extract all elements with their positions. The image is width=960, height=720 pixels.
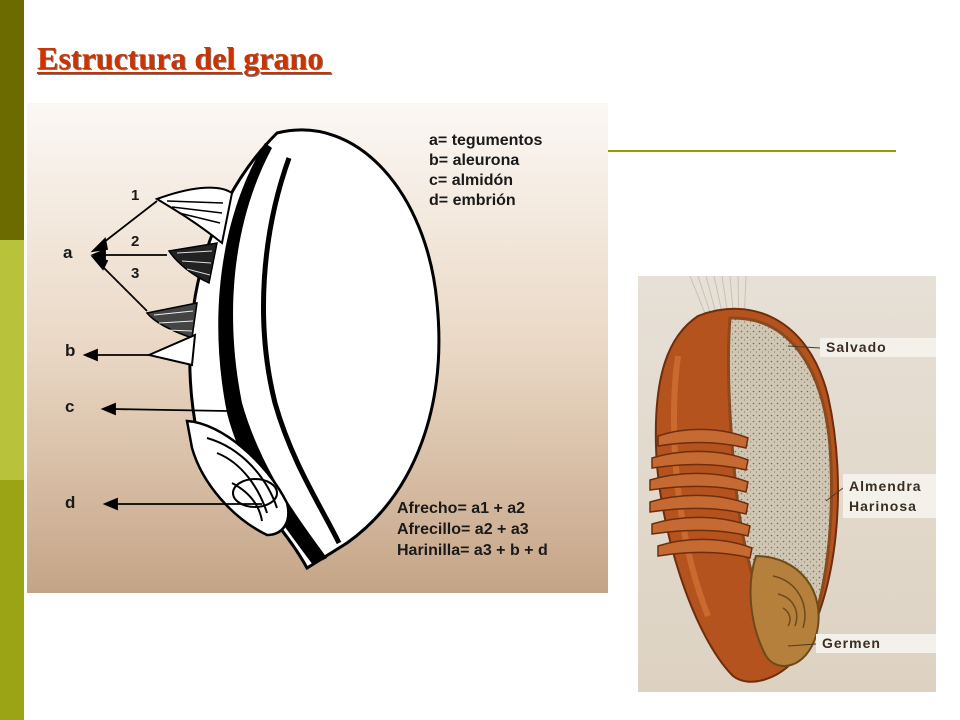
label-almendra-line-2: Harinosa	[849, 498, 917, 514]
bran-layers	[649, 428, 753, 559]
formula-item: Afrecho= a1 + a2	[397, 500, 526, 517]
title-rule	[608, 150, 896, 152]
label-c: c	[65, 397, 75, 416]
label-salvado: Salvado	[820, 338, 936, 357]
grain-illustration: Salvado Almendra Harinosa Germen	[638, 276, 936, 692]
side-bar-bottom	[0, 480, 24, 720]
tegument-inner-line	[261, 157, 342, 545]
legend-item: c= almidón	[429, 172, 514, 189]
grain-section-diagram: 1 2 3 a b c d a= tegumentos b= aleurona …	[27, 103, 608, 593]
aleurone-tip	[145, 333, 197, 367]
layer-number-2: 2	[131, 233, 140, 250]
germ	[749, 554, 820, 667]
layer-1-hatch	[166, 200, 224, 224]
leader-lines	[787, 345, 844, 647]
layer-number-1: 1	[131, 187, 140, 204]
germ-rings	[772, 575, 806, 629]
label-d: d	[65, 493, 76, 512]
legend: a= tegumentos b= aleurona c= almidón d= …	[429, 131, 542, 211]
embryo-core	[232, 478, 278, 508]
slide-title: Estructura del grano	[37, 40, 332, 76]
pointer-arrows	[82, 200, 262, 511]
label-almendra-harinosa: Almendra Harinosa	[843, 474, 936, 518]
legend-item: b= aleurona	[429, 152, 520, 169]
formulas: Afrecho= a1 + a2 Afrecillo= a2 + a3 Hari…	[397, 498, 548, 561]
side-bar-middle	[0, 240, 24, 480]
formula-item: Harinilla= a3 + b + d	[397, 542, 548, 559]
layer-3	[145, 302, 198, 340]
grain-illustration-drawing	[649, 276, 844, 683]
label-almendra-line-1: Almendra	[849, 478, 922, 494]
legend-item: d= embrión	[429, 192, 516, 209]
layer-2-hatch	[176, 250, 213, 276]
grain-section-drawing	[82, 128, 441, 571]
layer-1	[154, 186, 234, 245]
layer-3-hatch	[153, 310, 194, 332]
legend-item: a= tegumentos	[429, 132, 543, 149]
formula-item: Afrecillo= a2 + a3	[397, 521, 529, 538]
label-b: b	[65, 341, 76, 360]
label-germen: Germen	[816, 634, 936, 653]
label-a: a	[63, 243, 73, 262]
layer-number-3: 3	[131, 265, 140, 282]
side-bar-top	[0, 0, 24, 240]
